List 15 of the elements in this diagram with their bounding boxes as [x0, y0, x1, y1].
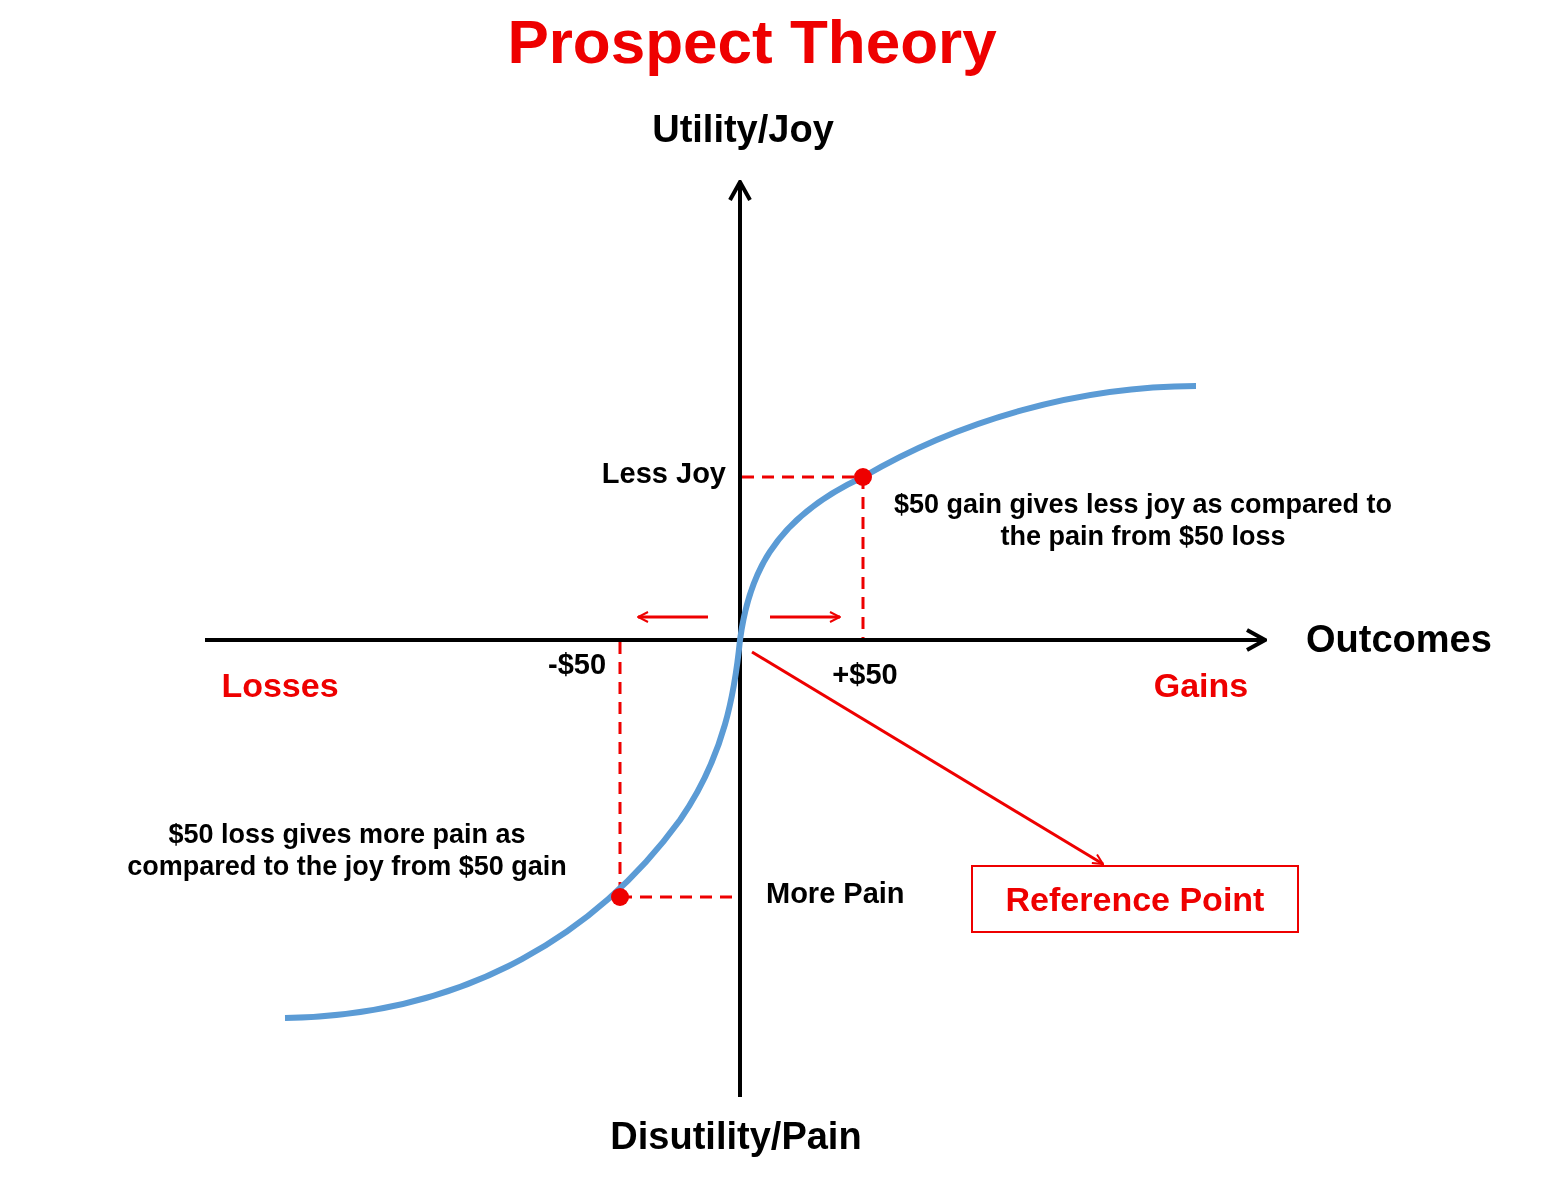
- axis-title: Utility/Joy: [652, 107, 834, 153]
- box-label: Reference Point: [1005, 879, 1265, 919]
- chart-title: Prospect Theory: [507, 5, 997, 78]
- reference-box: [971, 865, 1299, 933]
- annotation-text: $50 gain gives less joy as compared to the pain from $50 loss: [893, 487, 1393, 553]
- tick-label: +$50: [832, 656, 898, 692]
- annotation-text: $50 loss gives more pain as compared to the joy from $50 gain: [126, 817, 568, 883]
- region-label: Losses: [221, 664, 339, 706]
- axis-title: Disutility/Pain: [610, 1114, 862, 1160]
- tick-label: -$50: [548, 646, 606, 682]
- region-label: Gains: [1153, 664, 1249, 706]
- leader-arrow: [751, 650, 1104, 866]
- axis-note: Less Joy: [601, 455, 726, 491]
- axis-title: Outcomes: [1306, 617, 1492, 663]
- axis-note: More Pain: [766, 875, 905, 911]
